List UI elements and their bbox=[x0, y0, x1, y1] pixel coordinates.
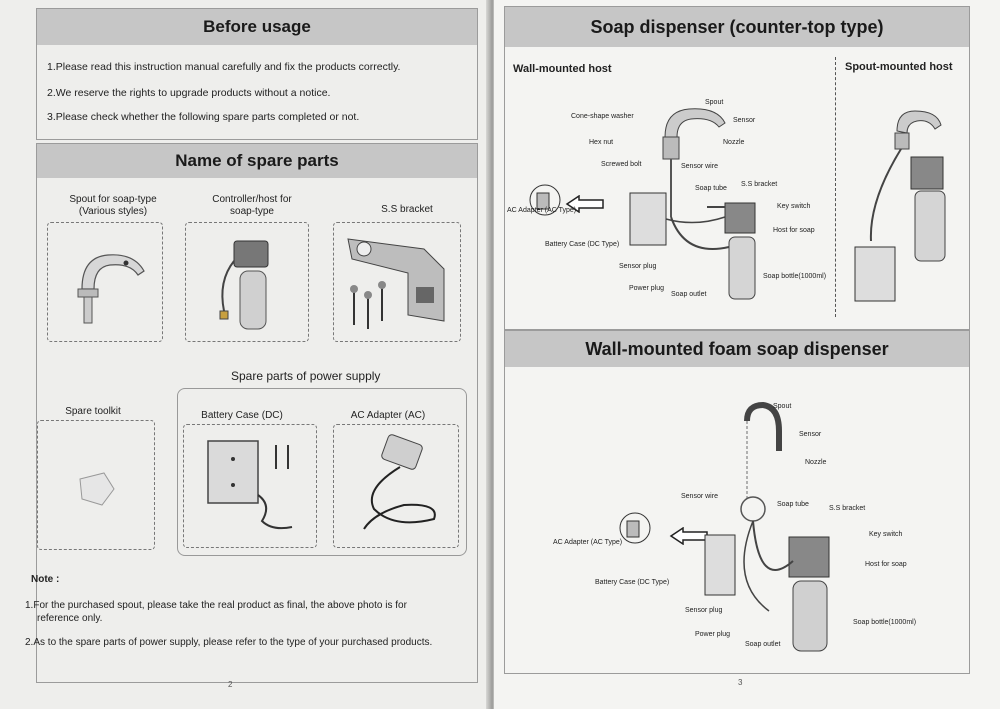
wall-host-diagram bbox=[629, 108, 756, 300]
ac-adapter-callout-icon bbox=[529, 184, 561, 216]
foam-label-sensor-wire: Sensor wire bbox=[681, 493, 718, 500]
ct-label-cone-washer: Cone-shape washer bbox=[571, 113, 634, 120]
controller-box bbox=[185, 222, 309, 342]
ct-label-ac-adapter: AC Adapter (AC Type) bbox=[507, 207, 577, 214]
section-divider bbox=[835, 57, 836, 317]
ct-label-key-switch: Key switch bbox=[777, 203, 811, 210]
counter-top-section: Soap dispenser (counter-top type) Wall-m… bbox=[504, 6, 970, 330]
ss-bracket-icon bbox=[347, 238, 445, 329]
foam-label-sensor: Sensor bbox=[799, 431, 822, 438]
spout-box bbox=[47, 222, 163, 342]
left-page: Before usage 1.Please read this instruct… bbox=[0, 0, 492, 709]
foam-ac-adapter-callout-icon bbox=[619, 512, 651, 544]
battery-label: Battery Case (DC) bbox=[201, 410, 283, 421]
arrow-left-icon bbox=[565, 195, 604, 213]
foam-section: Wall-mounted foam soap dispenser Spout S… bbox=[504, 330, 970, 674]
right-page: Soap dispenser (counter-top type) Wall-m… bbox=[494, 0, 1000, 709]
ct-label-ss-bracket: S.S bracket bbox=[741, 181, 778, 188]
foam-label-soap-bottle: Soap bottle(1000ml) bbox=[853, 619, 917, 626]
ct-label-battery-case: Battery Case (DC Type) bbox=[545, 241, 620, 248]
spare-parts-title: Name of spare parts bbox=[37, 144, 477, 178]
controller-label-1: Controller/host for bbox=[212, 194, 292, 205]
foam-label-host-for-soap: Host for soap bbox=[865, 561, 907, 568]
foam-label-soap-tube: Soap tube bbox=[777, 501, 809, 508]
ct-label-nozzle: Nozzle bbox=[723, 139, 745, 146]
counter-top-title: Soap dispenser (counter-top type) bbox=[505, 7, 969, 47]
adapter-label: AC Adapter (AC) bbox=[350, 410, 426, 421]
foam-label-battery-case: Battery Case (DC Type) bbox=[595, 579, 670, 586]
before-usage-title: Before usage bbox=[37, 9, 477, 45]
ct-label-spout: Spout bbox=[705, 99, 724, 106]
foam-label-soap-outlet: Soap outlet bbox=[745, 641, 781, 648]
foam-label-ac-adapter: AC Adapter (AC Type) bbox=[553, 539, 623, 546]
before-usage-item-3: 3.Please check whether the following spa… bbox=[47, 111, 360, 123]
controller-label-2: soap-type bbox=[230, 206, 274, 217]
ct-label-host-for-soap: Host for soap bbox=[773, 227, 815, 234]
before-usage-item-2: 2.We reserve the rights to upgrade produ… bbox=[47, 87, 331, 99]
foam-label-sensor-plug: Sensor plug bbox=[685, 607, 723, 614]
note-line-1: 1.For the purchased spout, please take t… bbox=[25, 600, 407, 611]
foam-dispenser-diagram bbox=[740, 401, 830, 652]
foam-label-spout: Spout bbox=[773, 403, 792, 410]
ac-adapter-icon bbox=[363, 434, 436, 530]
bracket-box bbox=[333, 222, 461, 342]
ct-label-power-plug: Power plug bbox=[629, 285, 665, 292]
battery-box bbox=[183, 424, 317, 548]
battery-case-icon bbox=[207, 440, 293, 530]
toolkit-box bbox=[37, 420, 155, 550]
power-supply-group bbox=[177, 388, 467, 556]
ct-label-sensor: Sensor bbox=[733, 117, 756, 124]
spout-host-title: Spout-mounted host bbox=[845, 61, 953, 73]
before-usage-item-1: 1.Please read this instruction manual ca… bbox=[47, 61, 401, 73]
spare-parts-section: Name of spare parts Spout for soap-type … bbox=[25, 143, 478, 683]
foam-label-ss-bracket: S.S bracket bbox=[829, 505, 866, 512]
spout-host-diagram bbox=[854, 110, 946, 302]
toolkit-icon bbox=[79, 472, 115, 506]
before-usage-section: Before usage 1.Please read this instruct… bbox=[36, 8, 478, 140]
page-number-left: 2 bbox=[228, 680, 233, 689]
ct-label-screwed-bolt: Screwed bolt bbox=[601, 161, 642, 168]
page-number-right: 3 bbox=[738, 678, 743, 687]
foam-label-nozzle: Nozzle bbox=[805, 459, 827, 466]
ct-label-soap-outlet: Soap outlet bbox=[671, 291, 707, 298]
foam-battery-case-icon bbox=[704, 534, 736, 596]
ct-label-sensor-wire: Sensor wire bbox=[681, 163, 718, 170]
toolkit-label: Spare toolkit bbox=[65, 406, 121, 417]
ct-label-hex-nut: Hex nut bbox=[589, 139, 614, 146]
soap-controller-icon bbox=[219, 240, 269, 330]
spout-label-1: Spout for soap-type bbox=[69, 194, 157, 205]
ct-label-soap-tube: Soap tube bbox=[695, 185, 727, 192]
bracket-label: S.S bracket bbox=[381, 204, 433, 215]
spout-label-2: (Various styles) bbox=[78, 206, 148, 217]
power-supply-title: Spare parts of power supply bbox=[231, 369, 381, 383]
foam-label-key-switch: Key switch bbox=[869, 531, 903, 538]
wall-host-title: Wall-mounted host bbox=[513, 63, 612, 75]
ct-label-sensor-plug: Sensor plug bbox=[619, 263, 657, 270]
note-line-2: 2.As to the spare parts of power supply,… bbox=[25, 637, 433, 648]
adapter-box bbox=[333, 424, 459, 548]
foam-title: Wall-mounted foam soap dispenser bbox=[505, 331, 969, 367]
note-line-1b: reference only. bbox=[37, 613, 103, 624]
soap-spout-icon bbox=[77, 254, 145, 324]
foam-label-power-plug: Power plug bbox=[695, 631, 731, 638]
ct-label-soap-bottle: Soap bottle(1000ml) bbox=[763, 273, 827, 280]
note-title: Note : bbox=[31, 574, 60, 585]
